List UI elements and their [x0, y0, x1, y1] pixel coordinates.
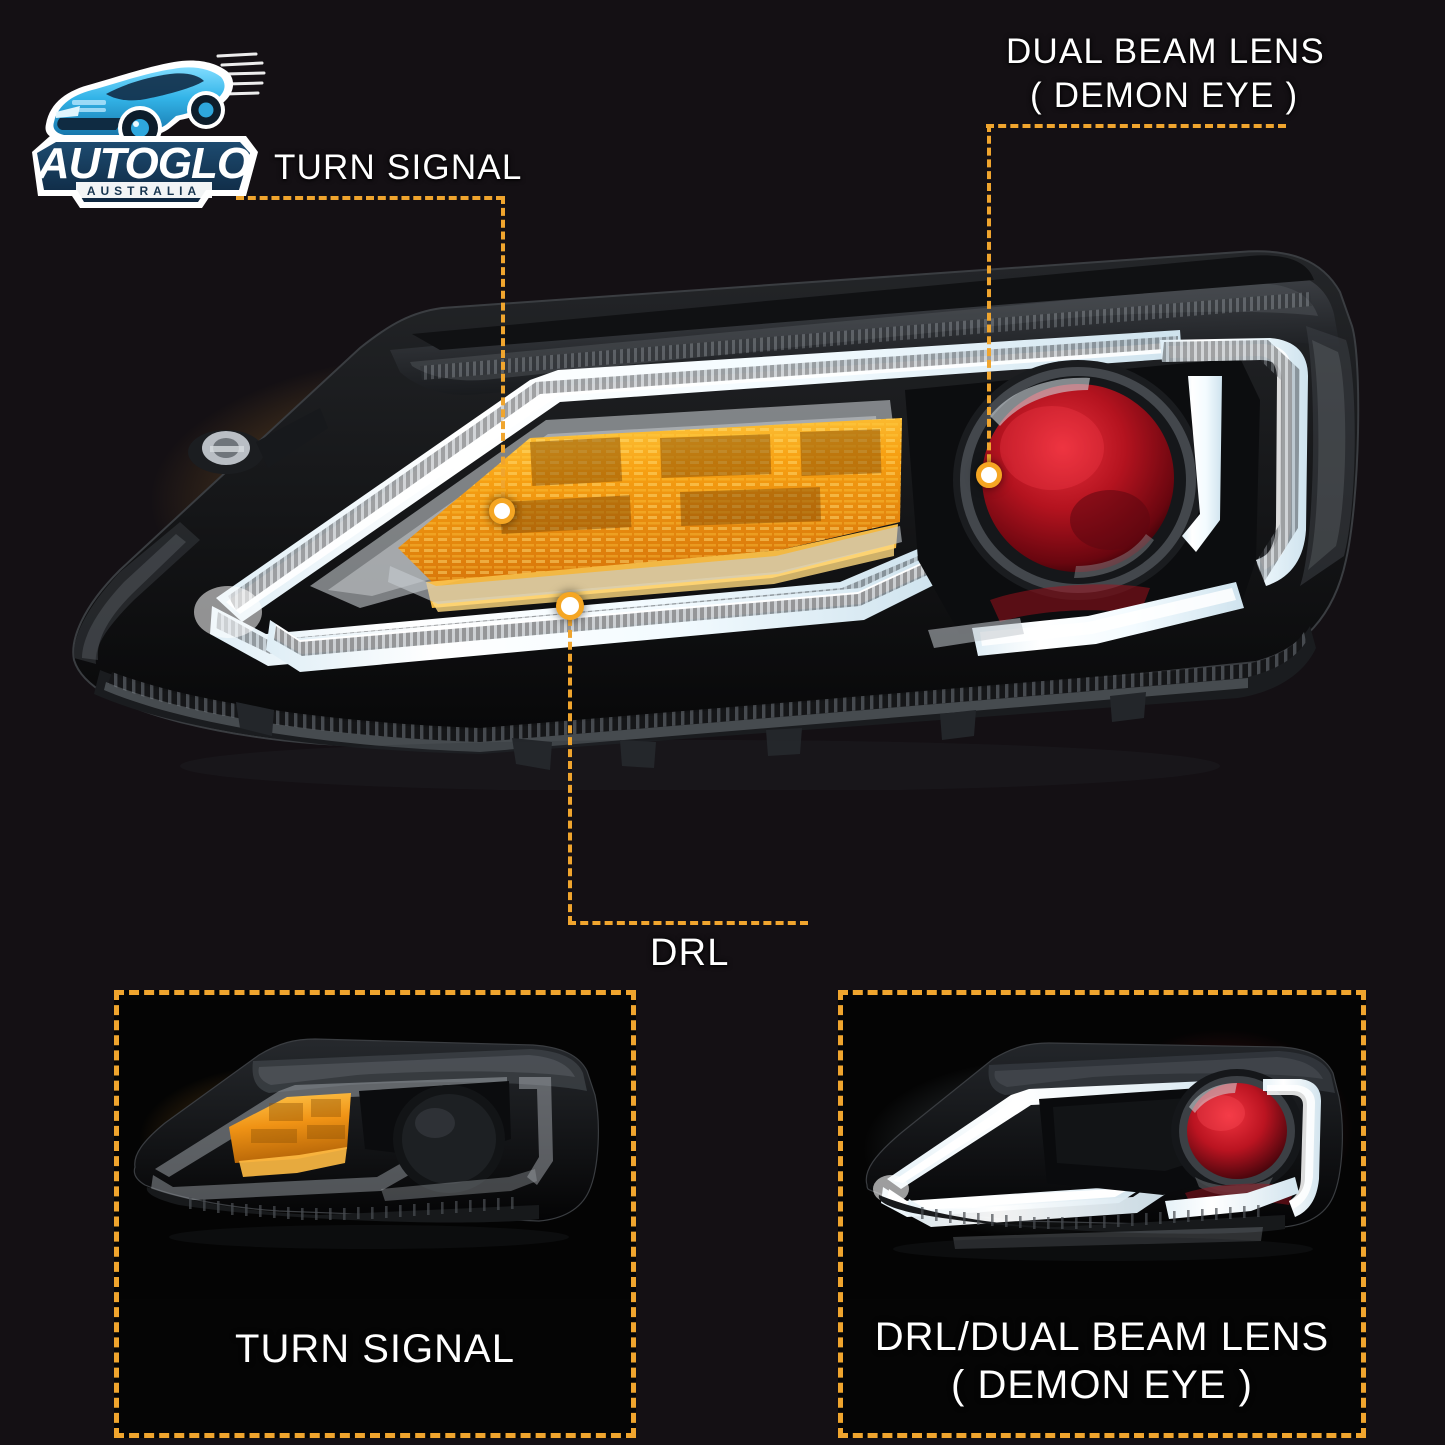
hero-headlight-image [60, 230, 1380, 790]
leader-line-drl-vertical [568, 606, 572, 924]
dual-beam-projector-demon-eye [905, 358, 1260, 634]
callout-label-dual-beam-line2: ( DEMON EYE ) [1030, 76, 1299, 115]
mounting-bolt [188, 430, 264, 474]
leader-line-drl-horizontal [568, 921, 808, 925]
svg-text:AUTOGLO: AUTOGLO [37, 139, 251, 188]
autoglo-logo: AUTOGLO AUSTRALIA [20, 32, 268, 212]
callout-label-dual-beam-line1: DUAL BEAM LENS [1006, 32, 1325, 71]
leader-line-dual-beam-vertical [987, 124, 991, 474]
panel-right-caption-line2: ( DEMON EYE ) [951, 1363, 1253, 1407]
panel-drl-dual-beam-demo: DRL/DUAL BEAM LENS ( DEMON EYE ) [838, 990, 1366, 1438]
panel-right-photo [843, 999, 1361, 1299]
panel-left-photo [119, 999, 631, 1299]
lower-housing-serration [94, 626, 1316, 770]
drl-light-guide-right [928, 338, 1308, 656]
callout-dot-turn-signal [489, 498, 515, 524]
callout-label-turn-signal: TURN SIGNAL [274, 148, 523, 187]
callout-dot-dual-beam [976, 462, 1002, 488]
drl-strip-lower [266, 552, 940, 672]
headlight-turn-signal-on-illustration [119, 999, 631, 1299]
svg-text:AUSTRALIA: AUSTRALIA [87, 184, 201, 198]
callout-label-drl: DRL [650, 932, 730, 974]
headlight-assembly-illustration [72, 250, 1360, 790]
callout-dot-drl [556, 592, 584, 620]
leader-line-dual-beam-horizontal [986, 124, 1286, 128]
panel-left-caption: TURN SIGNAL [235, 1327, 515, 1371]
leader-line-turn-signal-horizontal [236, 196, 504, 200]
headlight-drl-demon-eye-on-illustration [843, 999, 1361, 1299]
panel-right-caption-line1: DRL/DUAL BEAM LENS [874, 1315, 1330, 1359]
panel-turn-signal-demo: TURN SIGNAL [114, 990, 636, 1438]
sports-car-icon: AUTOGLO AUSTRALIA [32, 52, 266, 208]
leader-line-turn-signal-vertical [501, 196, 505, 512]
